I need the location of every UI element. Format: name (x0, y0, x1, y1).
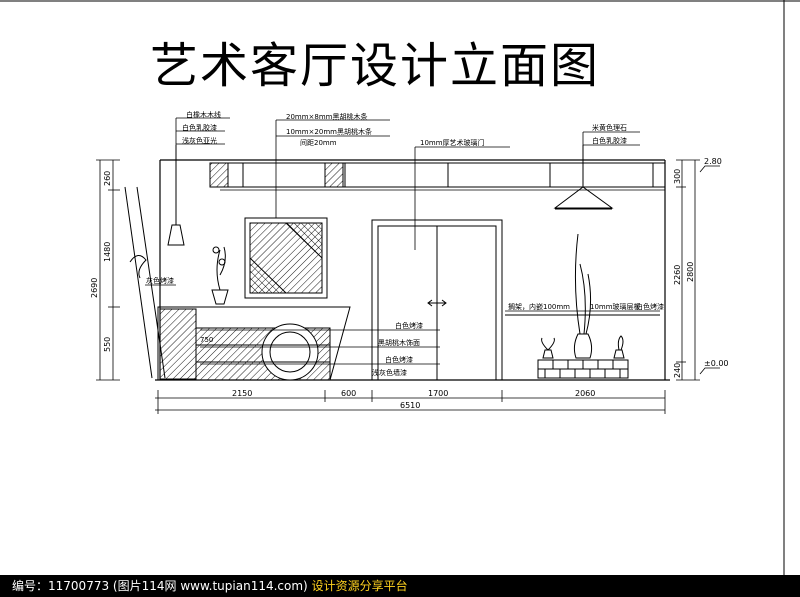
glass-door (371, 219, 503, 381)
cabinet-note-3: 白色烤漆 (385, 355, 413, 364)
dim-right-total: 2800 (686, 262, 695, 282)
note-left-2: 白色乳胶漆 (182, 123, 217, 132)
note-mid-2: 10mm×20mm黑胡桃木条 (286, 127, 372, 136)
dim-left-total: 2690 (90, 278, 99, 298)
dim-bottom-1: 2150 (232, 389, 252, 398)
elevation-drawing: 白橡木木线 白色乳胶漆 浅灰色亚光 20mm×8mm黑胡桃木条 10mm×20m… (0, 0, 800, 575)
shelf-note-far: 白色烤漆 (636, 302, 664, 311)
elev-top: 2.80 (704, 157, 722, 166)
cabinet-note-4: 浅灰色墙漆 (372, 368, 407, 377)
note-mid-1: 20mm×8mm黑胡桃木条 (286, 112, 368, 121)
ceiling-lamp (553, 145, 614, 210)
footer-source: (图片114网 www.tupian114.com) (112, 579, 308, 593)
dim-total: 6510 (400, 401, 420, 410)
shelf-note-left: 搁架，内嵌100mm (508, 302, 570, 311)
ceiling-beam (209, 162, 666, 188)
drawing-title: 艺术客厅设计立面图 (150, 38, 601, 94)
dimension-lines (96, 159, 720, 414)
dim-left-1: 260 (103, 171, 112, 186)
note-left-3: 浅灰色亚光 (182, 136, 217, 145)
footer-id-value: 11700773 (48, 579, 110, 593)
wall-art-panel (244, 217, 328, 299)
door-code: 750 (200, 336, 213, 344)
dim-left-3: 550 (103, 337, 112, 352)
leader-lines (145, 117, 660, 365)
dim-bottom-4: 2060 (575, 389, 595, 398)
dim-left-2: 1480 (103, 242, 112, 262)
dim-right-2: 2260 (673, 265, 682, 285)
dim-right-1: 300 (673, 169, 682, 184)
elev-bottom: ±0.00 (704, 359, 729, 368)
note-left-1: 白橡木木线 (186, 110, 221, 119)
dim-bottom-2: 600 (341, 389, 356, 398)
shelf-note-right: 10mm玻璃层板 (590, 302, 641, 311)
footer-caption: 编号：11700773 (图片114网 www.tupian114.com) 设… (12, 575, 408, 597)
tv-cabinet (157, 306, 351, 381)
note-right-2: 白色乳胶漆 (592, 136, 627, 145)
decor-vase (211, 246, 229, 305)
note-right-1: 米黄色理石 (592, 123, 627, 132)
cabinet-note-1: 白色烤漆 (395, 321, 423, 330)
footer-id-label: 编号： (12, 579, 49, 593)
footer-slogan-link[interactable]: 设计资源分享平台 (311, 579, 408, 593)
note-door: 10mm厚艺术玻璃门 (420, 138, 485, 147)
small-note: 灰色烤漆 (146, 276, 174, 285)
dim-right-3: 240 (673, 363, 682, 378)
dim-bottom-3: 1700 (428, 389, 448, 398)
right-shelf (505, 233, 660, 379)
cabinet-note-2: 黑胡桃木饰面 (378, 338, 420, 347)
footer-bar: 编号：11700773 (图片114网 www.tupian114.com) 设… (0, 575, 800, 597)
note-mid-3: 间距20mm (300, 139, 337, 147)
